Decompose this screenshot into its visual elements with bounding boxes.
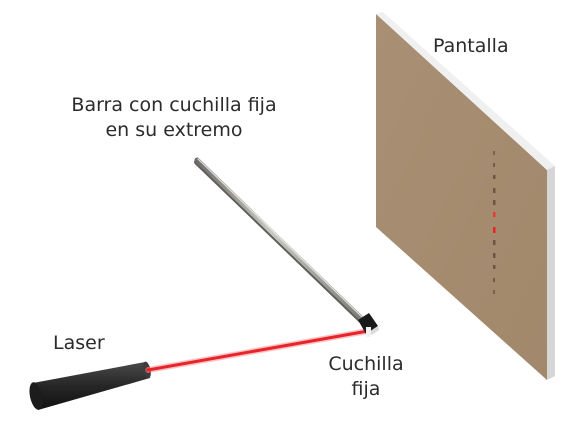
fringe [493,265,496,269]
laser-body [33,362,150,410]
bar-label-line1: Barra con cuchilla fija [71,94,277,116]
fringe [493,290,495,294]
screen [376,12,555,380]
fringe [493,278,495,282]
screen-face [376,14,547,380]
blade-label-line2: fija [351,378,381,400]
fringe [493,200,496,205]
screen-label: Pantalla [433,35,509,57]
laser-device [29,361,151,410]
blade-tip [366,327,371,337]
fringe [493,163,495,167]
fringe [493,188,496,193]
screen-top-edge [376,12,555,170]
blade [358,313,379,337]
bar-label: Barra con cuchilla fija en su extremo [38,93,310,143]
fringe [493,151,495,155]
diffraction-pattern [493,151,496,294]
laser-back-cap [29,382,43,410]
blade-body [358,313,378,334]
bar-label-line2: en su extremo [105,119,243,141]
fringe [493,240,496,245]
fringe-bright [493,227,496,233]
bar-highlight [197,158,363,318]
bar [194,157,365,324]
fringe [493,253,496,258]
fringe [493,175,496,179]
bar-body [194,157,365,322]
screen-side-edge [547,166,555,380]
blade-label-line1: Cuchilla [328,353,404,375]
fringe-bright [493,212,496,217]
beam-core [146,329,370,372]
laser-label: Laser [53,332,105,354]
laser-beam [145,328,371,373]
blade-label: Cuchilla fija [318,352,414,402]
